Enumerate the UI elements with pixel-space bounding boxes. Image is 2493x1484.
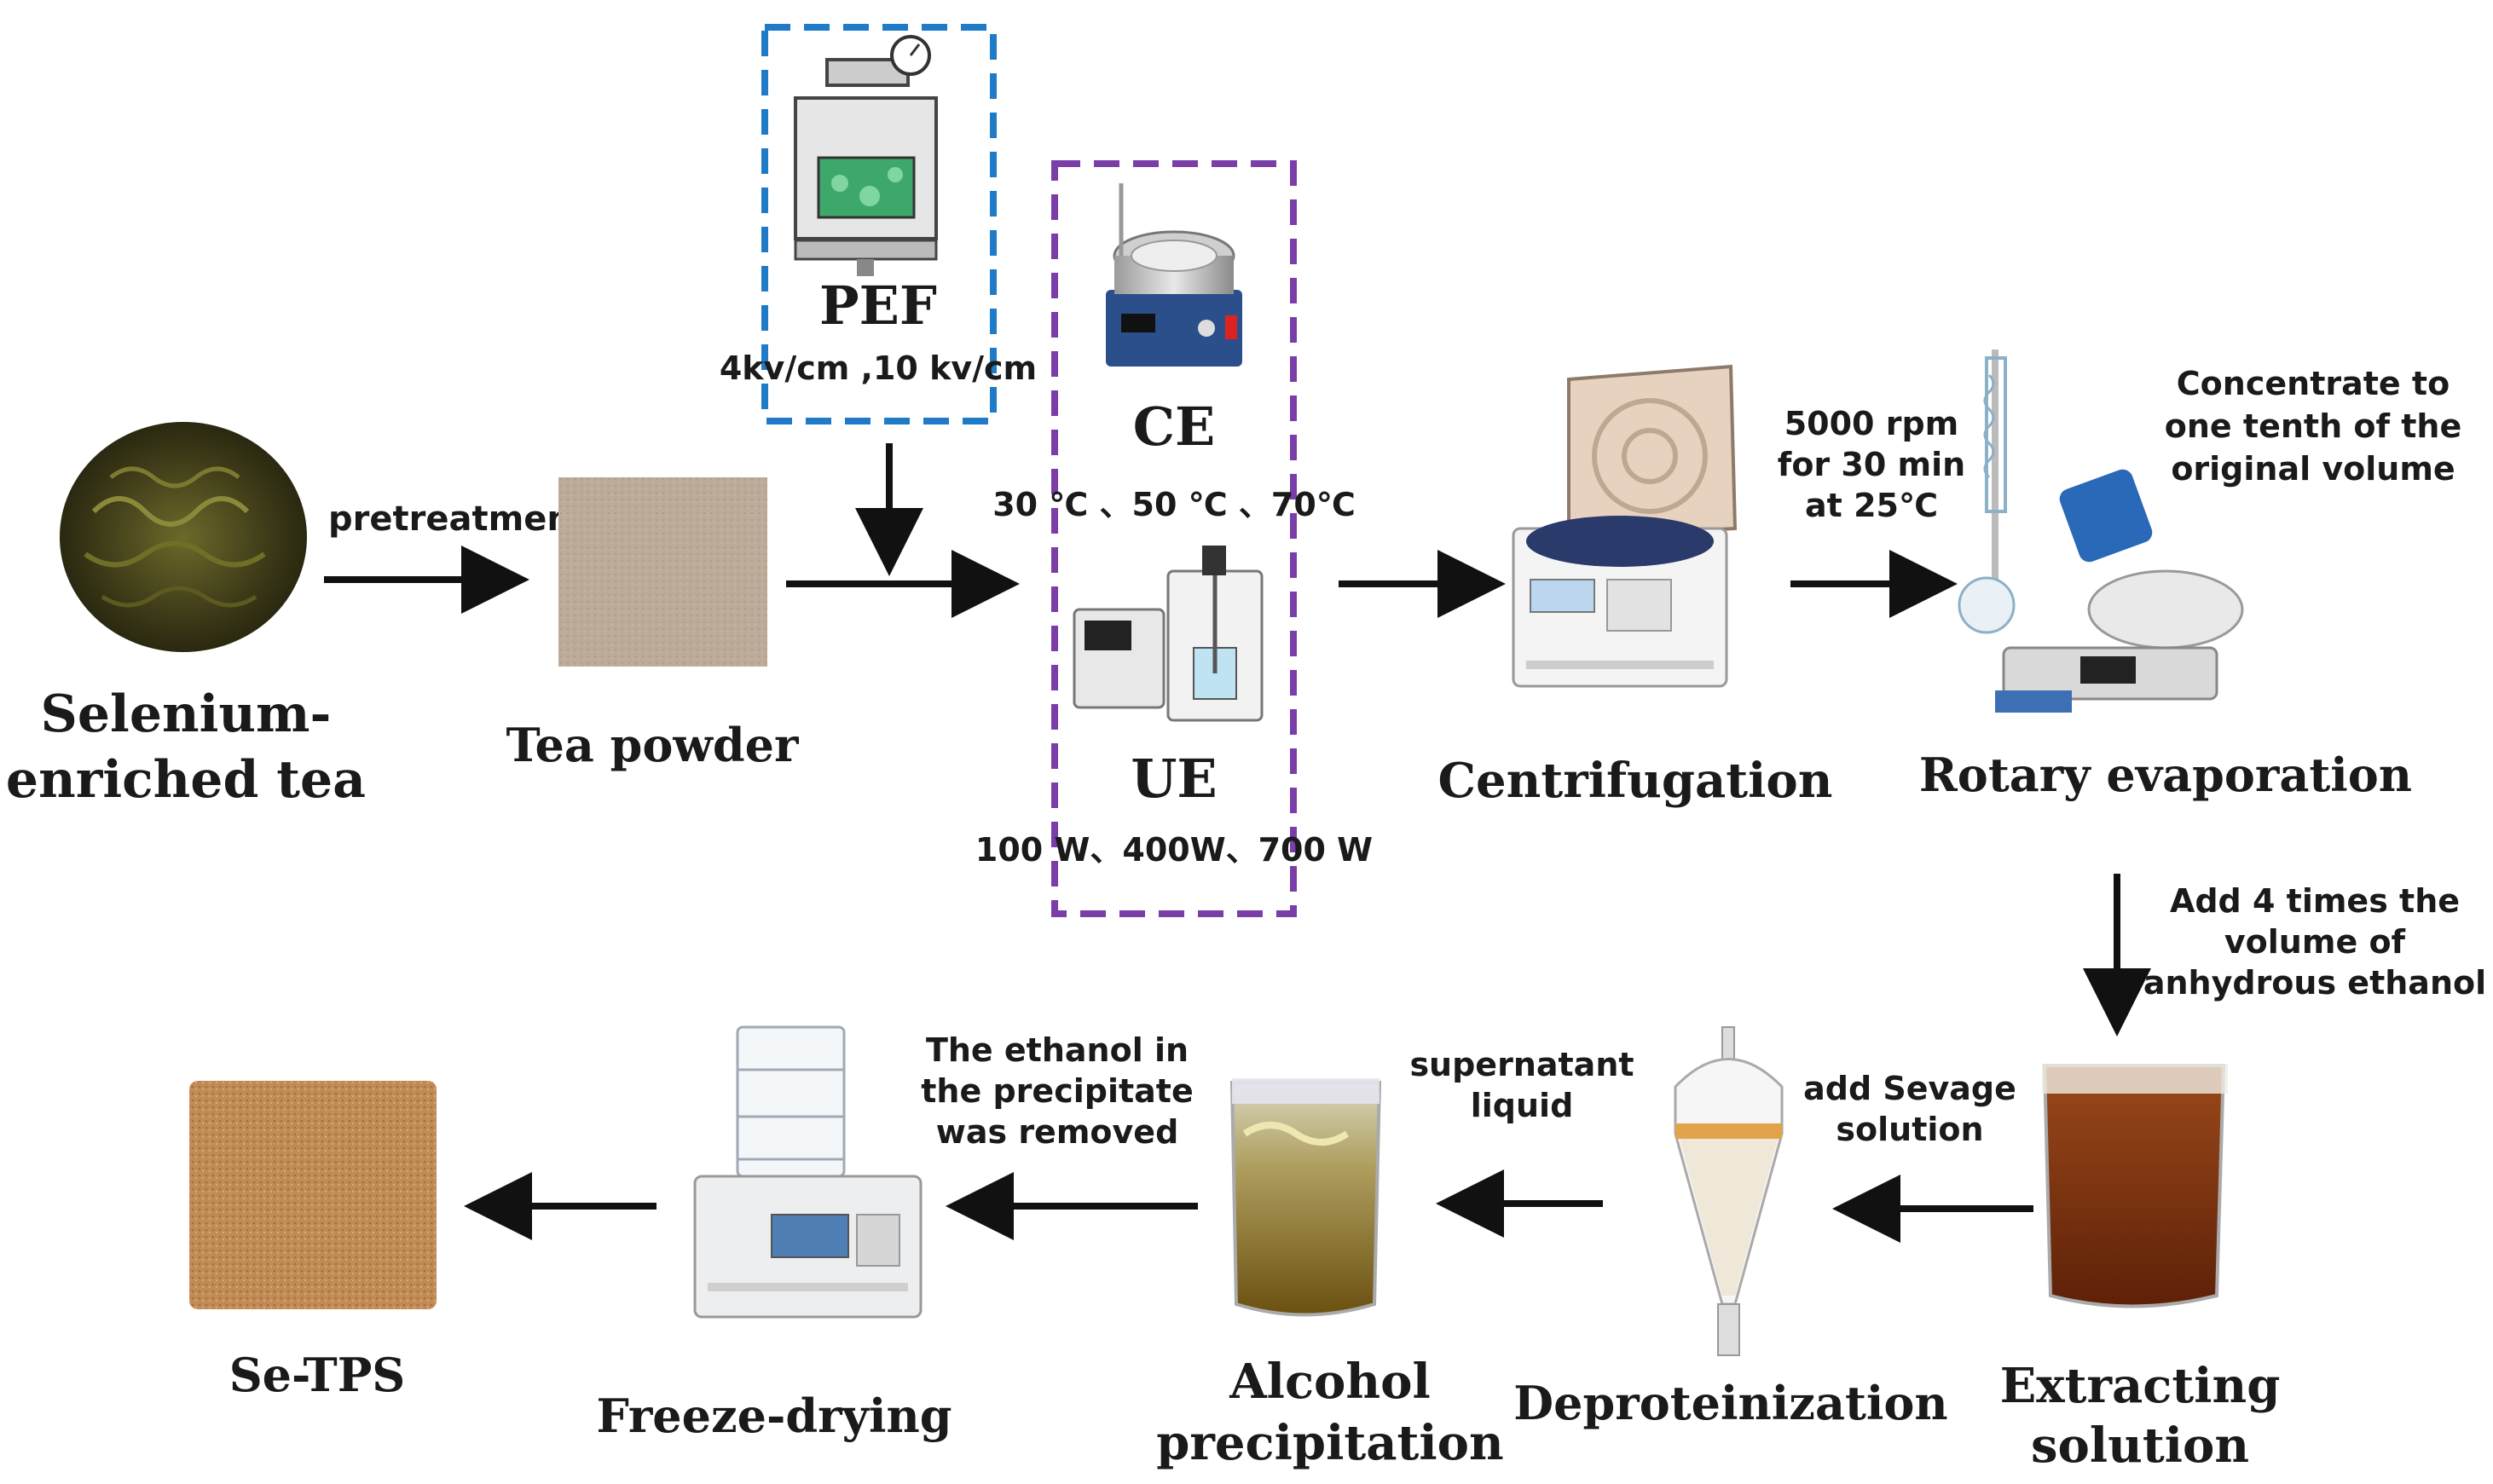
- supernatant-2: liquid: [1471, 1087, 1574, 1124]
- freeze-label: Freeze-drying: [596, 1389, 952, 1443]
- setps-powder-image: [189, 1081, 437, 1309]
- centrifuge-cond-2: for 30 min: [1778, 446, 1965, 483]
- centrifuge-cond-1: 5000 rpm: [1784, 405, 1959, 442]
- extraction-dashed-box: [1051, 160, 1297, 917]
- add-ethanol-2: volume of: [2224, 923, 2406, 961]
- supernatant-1: supernatant: [1409, 1046, 1634, 1083]
- pef-device-icon: [794, 35, 938, 276]
- ethanol-removed-1: The ethanol in: [926, 1031, 1189, 1069]
- centrifugation-label: Centrifugation: [1437, 753, 1832, 809]
- add-sevage-1: add Sevage: [1803, 1070, 2016, 1107]
- tea-label-2: enriched tea: [6, 750, 366, 810]
- tea-label-1: Selenium-: [41, 684, 332, 744]
- extracting-label-2: solution: [2031, 1418, 2249, 1474]
- tea-powder-label: Tea powder: [506, 718, 800, 772]
- concentrate-3: original volume: [2171, 450, 2455, 488]
- ethanol-removed-2: the precipitate: [921, 1072, 1193, 1110]
- freeze-dryer-icon: [693, 1025, 923, 1319]
- rotary-evaporator-icon: [1958, 349, 2244, 713]
- tea-leaves-image: [60, 422, 307, 652]
- add-ethanol-3: anhydrous ethanol: [2143, 964, 2486, 1002]
- concentrate-2: one tenth of the: [2165, 407, 2461, 445]
- ce-heater-icon: [1106, 183, 1242, 367]
- extracting-label-1: Extracting: [2000, 1358, 2281, 1414]
- ce-label: CE: [1133, 396, 1216, 458]
- setps-label: Se-TPS: [229, 1348, 406, 1402]
- add-ethanol-1: Add 4 times the: [2170, 882, 2460, 920]
- separatory-funnel-icon: [1674, 1026, 1784, 1356]
- ce-params: 30 ℃ 、50 ℃ 、70℃: [992, 486, 1356, 523]
- centrifuge-icon: [1512, 364, 1738, 688]
- centrifuge-cond-3: at 25℃: [1805, 487, 1938, 524]
- alcohol-label-1: Alcohol: [1229, 1354, 1431, 1410]
- add-sevage-2: solution: [1836, 1111, 1983, 1148]
- tea-powder-image: [558, 477, 767, 667]
- alcohol-label-2: precipitation: [1156, 1415, 1503, 1471]
- deprotein-label: Deproteinization: [1513, 1376, 1947, 1430]
- extract-beaker-icon: [2042, 1064, 2228, 1308]
- pef-label: PEF: [819, 274, 937, 337]
- ue-params: 100 W、400W、700 W: [975, 831, 1373, 869]
- concentrate-1: Concentrate to: [2177, 365, 2450, 402]
- rotary-label: Rotary evaporation: [1919, 748, 2412, 802]
- ue-label: UE: [1131, 748, 1217, 810]
- pef-params: 4kv/cm ,10 kv/cm: [720, 349, 1037, 387]
- ue-ultrasonic-icon: [1073, 546, 1264, 722]
- ethanol-removed-3: was removed: [936, 1113, 1179, 1151]
- alcohol-beaker-icon: [1229, 1078, 1382, 1317]
- pretreatment-label: pretreatment: [328, 499, 587, 539]
